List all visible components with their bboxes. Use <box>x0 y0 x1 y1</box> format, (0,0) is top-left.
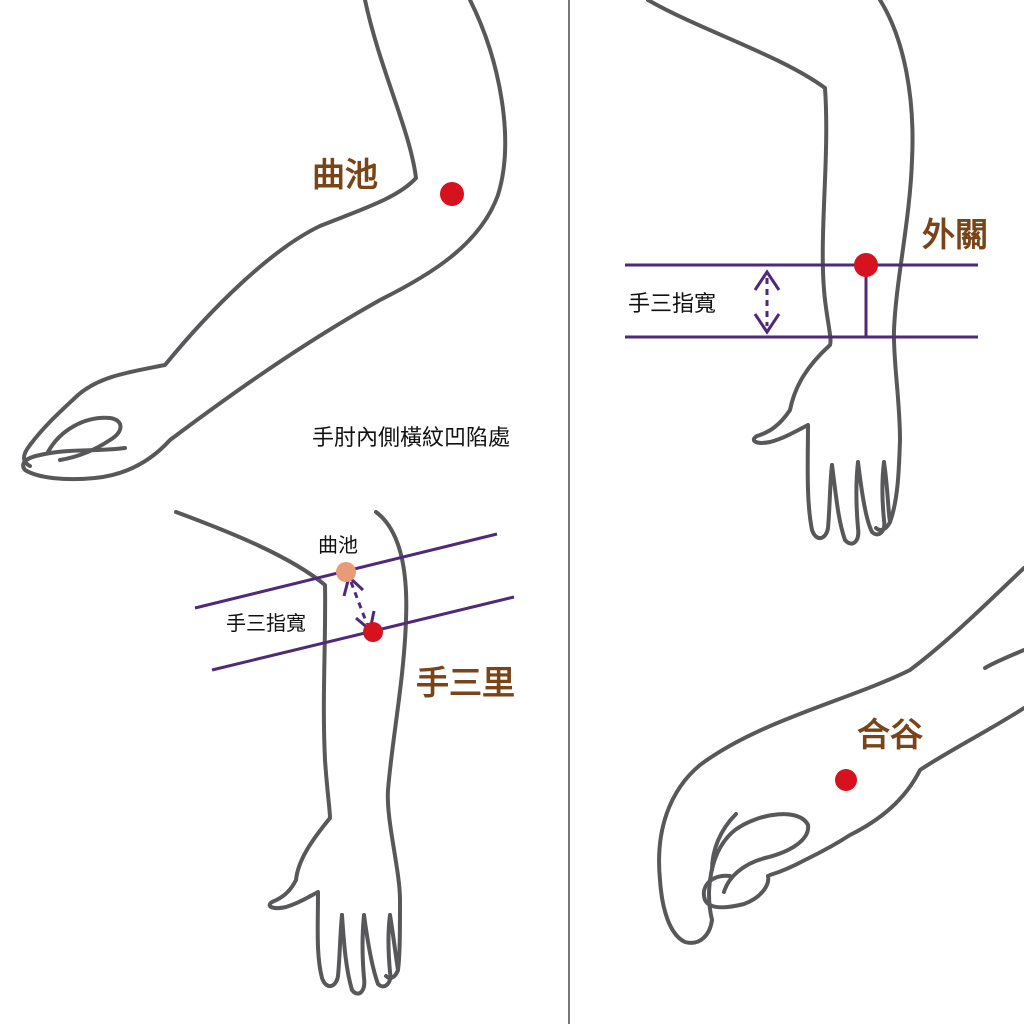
hegu-panel: 合谷 <box>657 566 1024 945</box>
quchi-arm-outline-lower <box>21 0 508 482</box>
hegu-arm-outline-upper <box>657 566 1024 945</box>
quchi-thumb-outline <box>46 415 123 462</box>
quchi-label: 曲池 <box>312 155 378 194</box>
shousanli-panel: 手肘內側橫紋凹陷處 曲池 手三指寬 手三里 <box>174 426 515 996</box>
waiguan-measure-text: 手三指寬 <box>628 292 716 317</box>
shousanli-measure-arrow <box>349 581 369 625</box>
shousanli-fingers <box>340 913 400 996</box>
waiguan-point <box>854 253 878 277</box>
waiguan-label: 外關 <box>922 215 988 254</box>
shousanli-measure-text: 手三指寬 <box>226 611 306 635</box>
quchi-point <box>440 182 464 206</box>
quchi-arm-outline-upper <box>22 0 418 468</box>
shousanli-reference-label: 曲池 <box>318 533 358 557</box>
shousanli-arm-outline-left <box>174 510 344 988</box>
hegu-arm-outline-side <box>983 648 1024 670</box>
hegu-thumb-tip <box>701 873 771 910</box>
shousanli-caption: 手肘內側橫紋凹陷處 <box>312 426 510 451</box>
hegu-knuckle <box>710 812 738 872</box>
waiguan-panel: 外關 手三指寬 <box>625 0 988 546</box>
waiguan-arrowhead-up <box>753 269 781 291</box>
shousanli-label: 手三里 <box>416 663 515 702</box>
hegu-label: 合谷 <box>857 715 923 754</box>
hegu-point <box>835 769 857 791</box>
hegu-arm-outline-lower <box>768 706 1024 877</box>
waiguan-arm-outline-outer <box>646 0 834 540</box>
waiguan-arrowhead-down <box>753 313 781 335</box>
shousanli-reference-point <box>336 562 356 582</box>
shousanli-arm-outline-right <box>374 510 409 980</box>
shousanli-point <box>363 622 383 642</box>
shousanli-guide-line-lower <box>211 595 515 672</box>
quchi-panel: 曲池 <box>21 0 508 482</box>
